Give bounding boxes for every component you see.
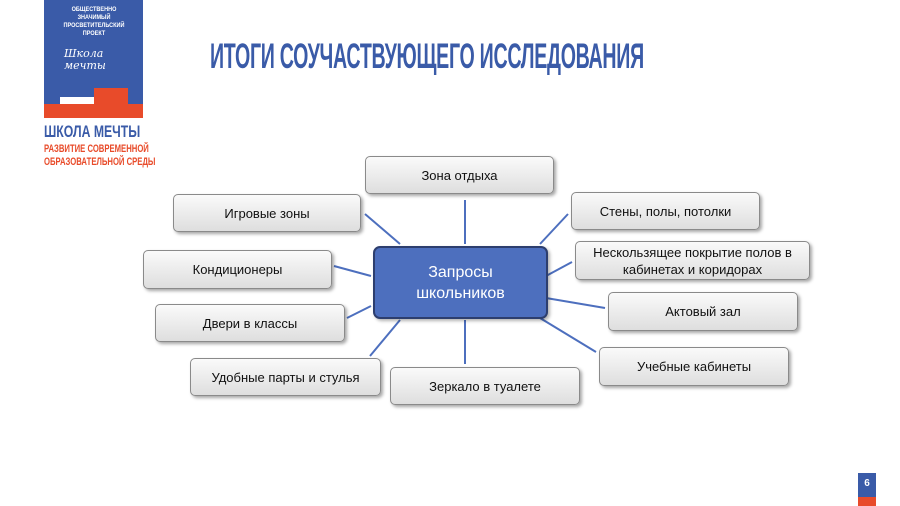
node-rest-zone: Зона отдыха	[365, 156, 554, 194]
node-assembly-hall: Актовый зал	[608, 292, 798, 331]
logo-building-red	[94, 88, 128, 106]
connector	[333, 265, 372, 277]
node-non-slip-floor: Нескользящее покрытие полов в кабинетах …	[575, 241, 810, 280]
connector	[545, 261, 573, 277]
node-toilet-mirror: Зеркало в туалете	[390, 367, 580, 405]
center-node: Запросы школьников	[373, 246, 548, 319]
connector	[346, 305, 372, 319]
connector	[539, 317, 597, 353]
logo-top-text: ОБЩЕСТВЕННО ЗНАЧИМЫЙ ПРОСВЕТИТЕЛЬСКИЙ ПР…	[63, 6, 125, 37]
subtitle-line: РАЗВИТИЕ СОВРЕМЕННОЙ	[44, 143, 149, 155]
node-play-zones: Игровые зоны	[173, 194, 361, 232]
slide-title: ИТОГИ СОУЧАСТВУЮЩЕГО ИССЛЕДОВАНИЯ	[210, 37, 644, 76]
connector	[364, 213, 401, 245]
project-logo: ОБЩЕСТВЕННО ЗНАЧИМЫЙ ПРОСВЕТИТЕЛЬСКИЙ ПР…	[44, 0, 143, 118]
node-walls-floors: Стены, полы, потолки	[571, 192, 760, 230]
node-classrooms: Учебные кабинеты	[599, 347, 789, 386]
connector	[369, 319, 401, 357]
logo-red-band	[44, 104, 143, 118]
connector	[539, 213, 569, 245]
page-number-badge: 6	[858, 473, 876, 506]
center-line: школьников	[416, 284, 505, 302]
page-number: 6	[858, 473, 876, 497]
node-desks-chairs: Удобные парты и стулья	[190, 358, 381, 396]
connector	[545, 297, 606, 309]
node-class-doors: Двери в классы	[155, 304, 345, 342]
subtitle-line: ОБРАЗОВАТЕЛЬНОЙ СРЕДЫ	[44, 156, 156, 168]
node-air-conditioners: Кондиционеры	[143, 250, 332, 289]
logo-script-text: Школа мечты	[64, 47, 106, 72]
center-line: Запросы	[428, 263, 493, 281]
brand-name: ШКОЛА МЕЧТЫ	[44, 122, 141, 141]
